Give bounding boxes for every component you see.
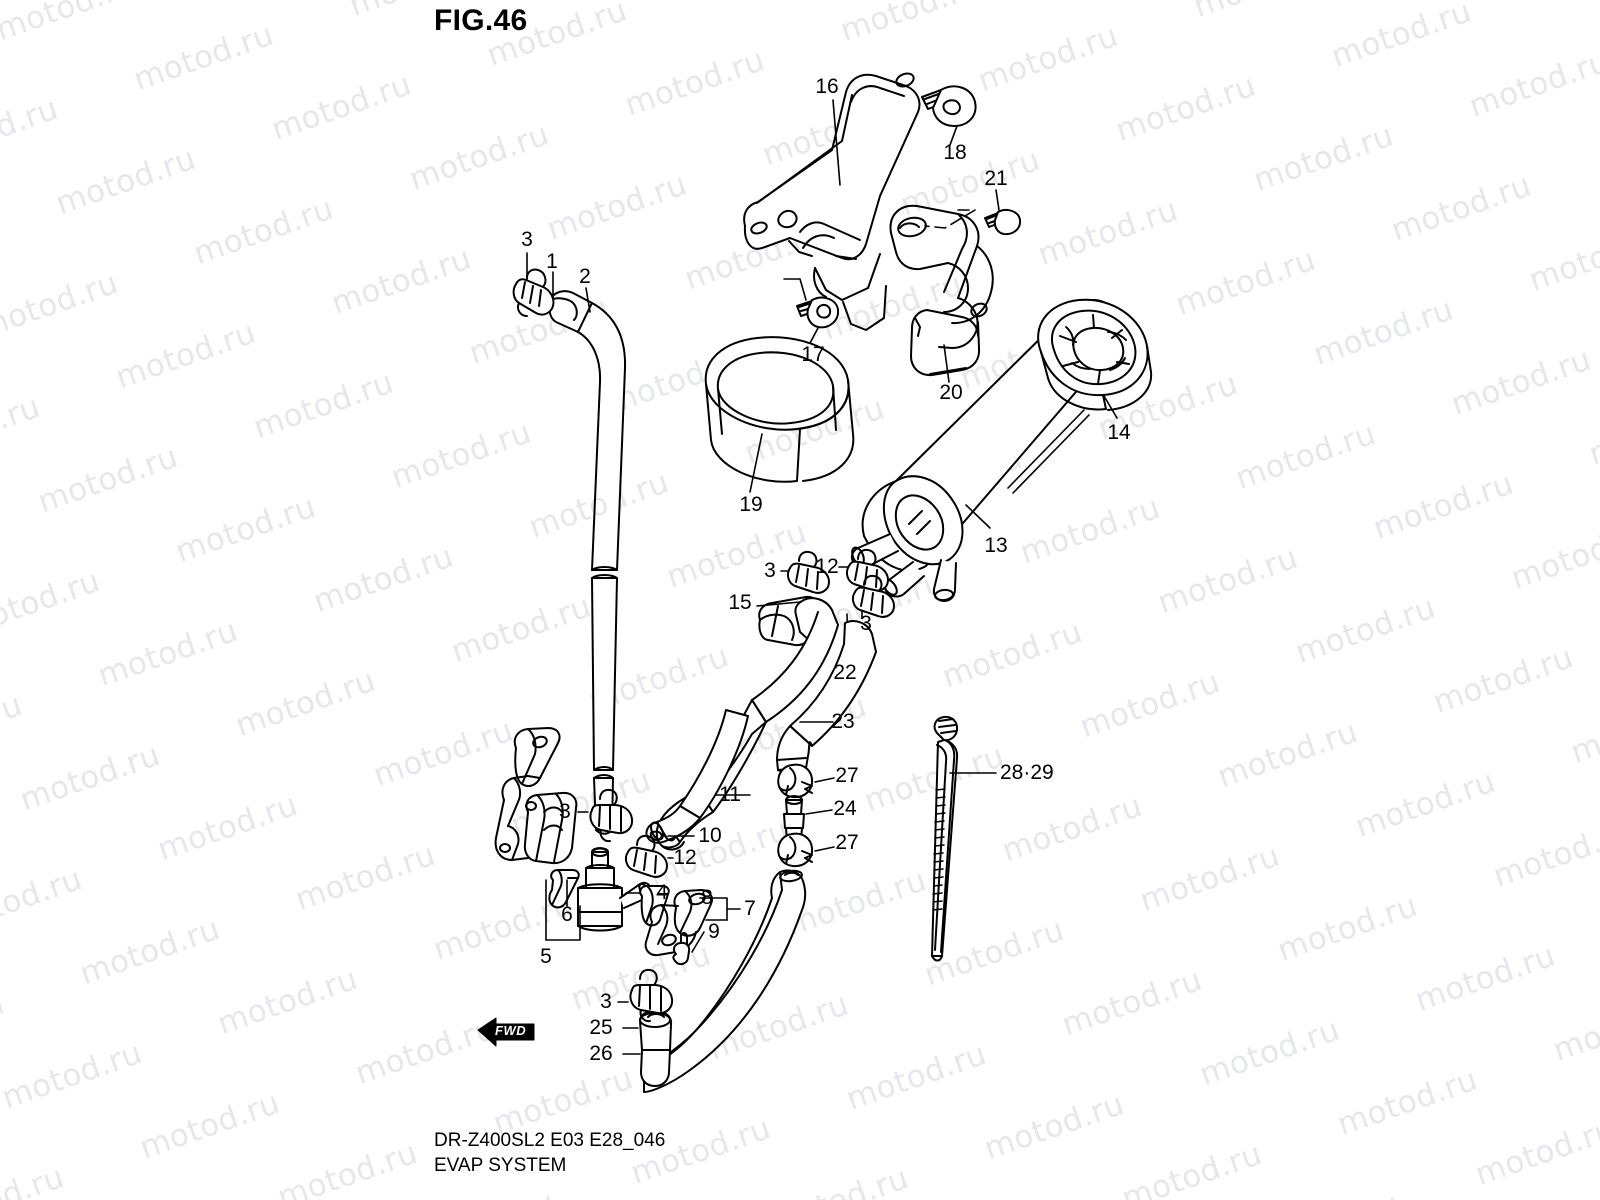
figure-title: FIG.46 <box>434 4 528 37</box>
part-27-clamp-lower <box>777 832 814 868</box>
callout-valve-bracket: 5 <box>540 945 552 968</box>
part-6-cushion <box>548 869 580 909</box>
callout-breather-hose-main: 2 <box>579 265 591 288</box>
part-12-clip-b <box>786 550 830 594</box>
part-5-bracket <box>494 727 578 865</box>
part-8-holder <box>639 885 670 927</box>
caption-model-code: DR-Z400SL2 E03 E28_046 <box>434 1130 666 1151</box>
callout-fuel-tank-hose: 11 <box>719 783 741 806</box>
fwd-arrow-badge <box>477 1017 535 1047</box>
fwd-badge-label: FWD <box>495 1023 527 1038</box>
callout-hose-clip-canister-c: 3 <box>860 612 872 635</box>
part-11-10-hose <box>645 709 749 844</box>
callout-hose-clip-lower: 3 <box>600 990 612 1013</box>
part-28-29-cable-tie <box>931 715 959 962</box>
callout-hose-joint: 24 <box>833 797 857 820</box>
callout-hose-clip-valve: 3 <box>559 800 571 823</box>
part-14-cushion-ring <box>1037 298 1153 411</box>
callout-bracket-bolt: 18 <box>943 141 967 164</box>
callout-clamp-bolt: 21 <box>984 167 1008 190</box>
part-27-clamp-upper <box>777 763 814 799</box>
callout-canister-cushion-ring: 14 <box>1107 421 1131 444</box>
callout-canister-bracket: 16 <box>815 75 839 98</box>
part-3-clip-b <box>589 788 634 843</box>
part-21-bolt <box>984 209 1022 236</box>
part-7-holder <box>644 889 713 957</box>
callout-purge-hose-end: 25 <box>589 1016 613 1039</box>
callout-valve-cushion: 6 <box>561 903 573 926</box>
part-1-2-breather-hose <box>548 290 627 835</box>
callout-fuel-tank-hose-end: 10 <box>698 824 722 847</box>
callout-purge-control-valve: 4 <box>656 881 668 904</box>
callout-purge-hose-upper: 22 <box>833 661 857 684</box>
part-3-clip-c <box>629 968 674 1023</box>
callout-holder-rivet: 9 <box>708 920 720 943</box>
callout-purge-hose-lower-long: 26 <box>589 1042 613 1065</box>
callout-hose-clip-valve-b: 12 <box>673 846 697 869</box>
part-20-clamp <box>889 204 994 377</box>
callout-canister-clamp: 20 <box>939 381 963 404</box>
callout-hose-clip-canister-a: 3 <box>764 559 776 582</box>
callout-cable-tie: 28·29 <box>1000 761 1054 784</box>
callout-hose-clip-canister-b: 12 <box>815 555 839 578</box>
callout-breather-hose-upper: 1 <box>546 250 558 273</box>
callout-hose-protector: 15 <box>728 591 752 614</box>
caption-system-name: EVAP SYSTEM <box>434 1155 567 1176</box>
part-3-clip-canister <box>851 574 895 618</box>
part-17-screw <box>796 296 840 329</box>
part-16-bracket <box>743 72 921 331</box>
callout-bracket-screw: 17 <box>801 343 825 366</box>
part-12-clip-a <box>624 834 668 878</box>
part-9-rivet <box>672 932 691 966</box>
callout-purge-hose-lower: 23 <box>831 710 855 733</box>
callout-canister-assembly: 13 <box>984 534 1008 557</box>
part-25-26-hose <box>639 869 807 1093</box>
figure-caption: DR-Z400SL2 E03 E28_046 EVAP SYSTEM <box>434 1128 665 1178</box>
callout-hose-clamp-upper: 27 <box>835 764 859 787</box>
part-3-clip-a <box>512 268 555 317</box>
callout-valve-holder-upper: 8 <box>701 886 713 909</box>
callout-canister-cushion: 19 <box>739 493 763 516</box>
part-23-hose <box>776 620 877 774</box>
callout-hose-clip-upper-left: 3 <box>521 228 533 251</box>
part-19-cushion <box>704 336 855 483</box>
part-18-bolt <box>921 85 977 127</box>
callout-valve-holder-set: 7 <box>744 897 756 920</box>
fwd-badge: FWD <box>478 1018 534 1044</box>
callout-hose-clamp-lower: 27 <box>835 831 859 854</box>
